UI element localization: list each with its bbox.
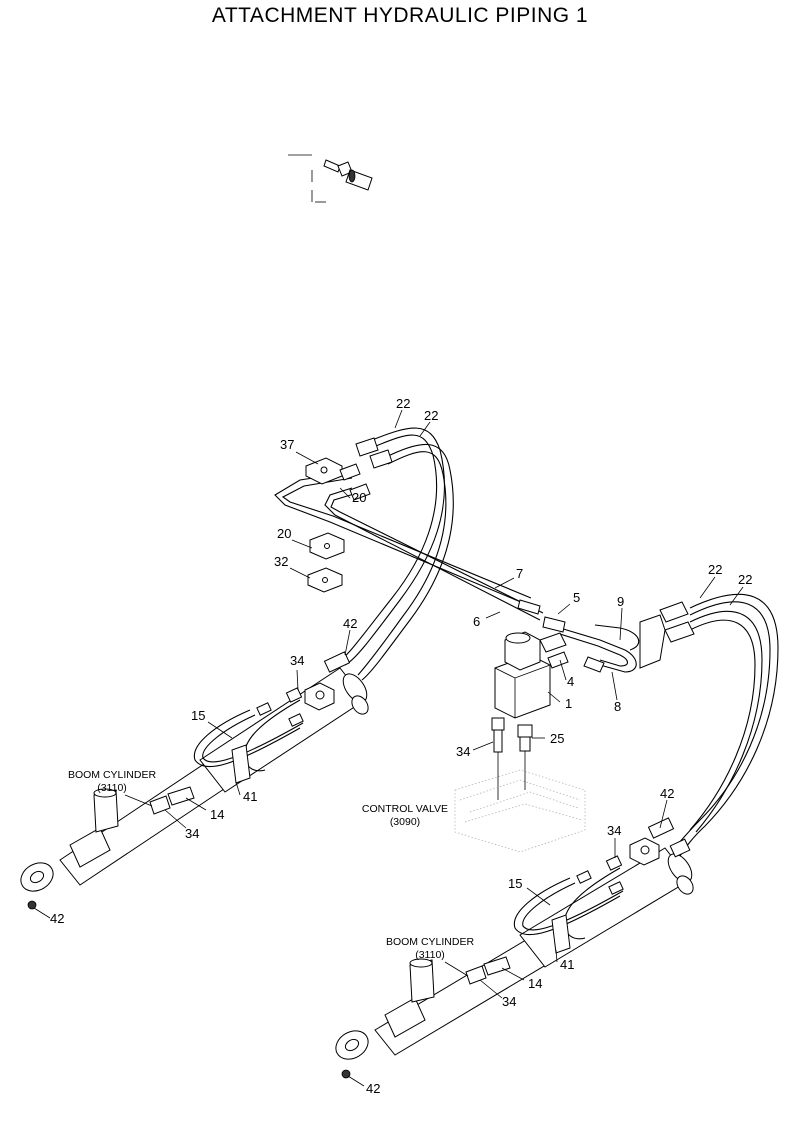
hose-22-left [339,427,454,681]
callout-34: 34 [290,653,304,668]
callout-34: 34 [456,744,470,759]
callout-41: 41 [560,957,574,972]
boom-cylinder-label: BOOM CYLINDER [68,769,157,781]
callout-41: 41 [243,789,257,804]
steel-pipes [274,471,544,621]
callout-5: 5 [573,590,580,605]
callout-25: 25 [550,731,564,746]
control-valve-ref: (3090) [390,816,420,828]
boom-cylinder-label: BOOM CYLINDER [386,936,475,948]
boom-cylinder-ref: (3110) [415,949,445,961]
boom-cylinder-ref: (3110) [97,782,127,794]
callout-9: 9 [617,594,624,609]
callout-22: 22 [396,396,410,411]
boom-cylinder-right [335,837,694,1079]
callout-37: 37 [280,437,294,452]
callout-42: 42 [660,786,674,801]
callout-14: 14 [528,976,542,991]
callout-8: 8 [614,699,621,714]
component-labels: BOOM CYLINDER (3110) CONTROL VALVE (3090… [68,769,475,961]
callout-6: 6 [473,614,480,629]
control-valve-label: CONTROL VALVE [362,803,448,815]
detail-inset [288,154,373,203]
callout-7: 7 [516,566,523,581]
control-valve-ghost [454,769,586,853]
callout-4: 4 [567,674,574,689]
valve-block [494,599,695,719]
callout-42: 42 [366,1081,380,1096]
right-pipes [559,593,779,857]
callouts: 22 22 37 20 20 32 7 6 5 9 22 22 42 34 15… [50,396,752,1096]
callout-34: 34 [185,826,199,841]
callout-42: 42 [343,616,357,631]
callout-20: 20 [352,490,366,505]
hose-15-left [193,651,351,784]
callout-15: 15 [508,876,522,891]
leader-lines [33,409,744,1087]
callout-1: 1 [565,696,572,711]
callout-22: 22 [708,562,722,577]
callout-34: 34 [502,994,516,1009]
callout-42: 42 [50,911,64,926]
callout-15: 15 [191,708,205,723]
page-title: ATTACHMENT HYDRAULIC PIPING 1 [211,4,589,27]
callout-14: 14 [210,807,224,822]
valve-fittings [491,717,533,800]
boom-cylinder-left [20,667,369,910]
hose-15-right [513,817,691,954]
top-fittings [339,437,393,501]
callout-22: 22 [424,408,438,423]
callout-22: 22 [738,572,752,587]
callout-32: 32 [274,554,288,569]
callout-34: 34 [607,823,621,838]
callout-20: 20 [277,526,291,541]
